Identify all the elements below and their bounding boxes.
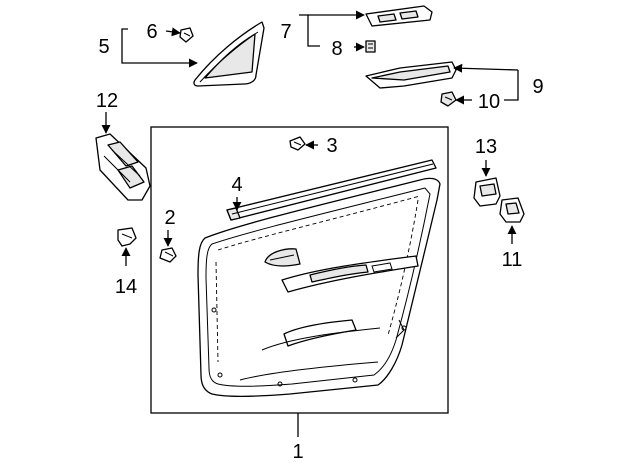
callout-1: 1 <box>292 441 303 463</box>
callout-4: 4 <box>231 174 242 196</box>
callout-5: 5 <box>98 36 109 58</box>
callout-13: 13 <box>475 136 497 158</box>
callout-8: 8 <box>331 38 342 60</box>
part-8-clip[interactable] <box>365 40 376 53</box>
callout-3: 3 <box>326 135 337 157</box>
part-14-clip[interactable] <box>117 227 137 247</box>
callout-labels: 1 2 3 4 5 6 7 8 9 10 11 12 13 14 <box>96 21 544 463</box>
part-3-retainer-clip[interactable] <box>289 136 306 151</box>
part-13-window-switch[interactable] <box>473 177 501 207</box>
part-11-lock-switch[interactable] <box>499 197 525 223</box>
callout-12: 12 <box>96 90 118 112</box>
part-12-power-window-switch[interactable] <box>95 133 151 201</box>
callout-6: 6 <box>146 21 157 43</box>
part-6-clip[interactable] <box>179 27 194 43</box>
callout-10: 10 <box>478 91 500 113</box>
callout-9: 9 <box>532 76 543 98</box>
part-9-armrest-pad[interactable] <box>365 61 457 89</box>
leader-lines <box>101 10 519 437</box>
callout-7: 7 <box>280 21 291 43</box>
callout-11: 11 <box>502 249 523 271</box>
part-7-armrest-base[interactable] <box>365 5 433 27</box>
callout-14: 14 <box>115 276 137 298</box>
part-4-belt-moulding[interactable] <box>226 159 437 221</box>
part-5-mirror-garnish[interactable] <box>193 21 265 87</box>
part-1-door-trim-panel[interactable] <box>197 177 441 397</box>
door-panel-frame <box>150 126 449 414</box>
part-2-push-clip[interactable] <box>159 247 177 263</box>
part-10-clip[interactable] <box>440 91 457 107</box>
callout-2: 2 <box>164 207 175 229</box>
